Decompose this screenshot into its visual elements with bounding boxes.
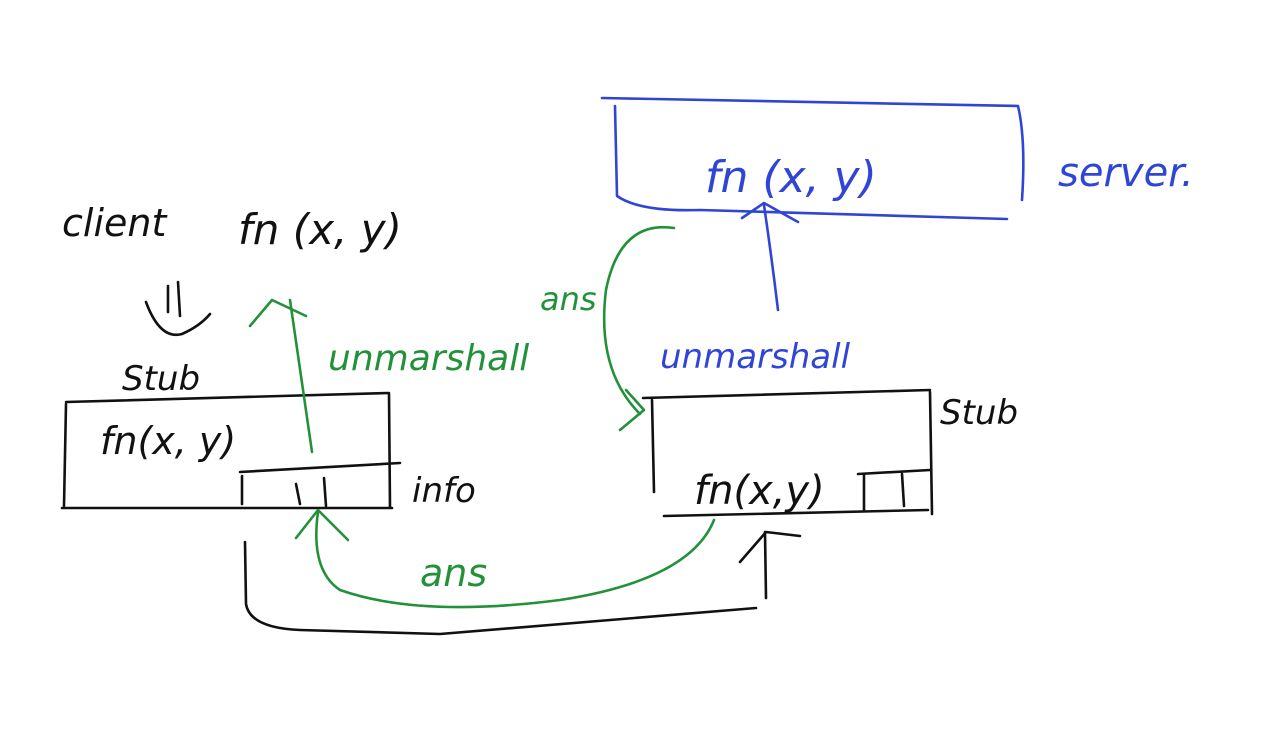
client-info-slot (238, 461, 402, 508)
ans-top-arrow (602, 225, 676, 432)
server-info-slot (856, 468, 932, 512)
server-stub-fn-label: fn(x,y) (694, 468, 825, 514)
client-stub-fn-label: fn(x, y) (100, 419, 236, 463)
client-down-arrow (144, 280, 212, 337)
client-unmarshall-arrow (248, 298, 314, 454)
ans-bottom-label: ans (420, 551, 487, 595)
info-label: info (412, 471, 476, 511)
client-stub-group: fn(x, y) info (60, 391, 476, 511)
server-stub-group: Stub fn(x,y) (641, 388, 1018, 518)
ans-top-label: ans (540, 280, 597, 318)
transport-line (243, 530, 802, 636)
client-group: client fn (x, y) Stub (62, 201, 402, 399)
server-box (600, 96, 1025, 221)
client-call-label: fn (x, y) (238, 205, 402, 254)
server-label: server. (1058, 150, 1194, 196)
client-stub-box (60, 391, 394, 510)
server-up-arrow (740, 201, 800, 312)
server-group: fn (x, y) server. (600, 96, 1194, 221)
client-unmarshall-label: unmarshall (328, 338, 529, 379)
server-stub-label: Stub (940, 393, 1018, 433)
client-label: client (62, 201, 168, 245)
server-fn-label: fn (x, y) (705, 152, 877, 203)
server-unmarshall-label: unmarshall (660, 337, 851, 377)
client-stub-label: Stub (122, 359, 200, 399)
server-stub-box (641, 388, 934, 518)
ans-return-arrow (294, 508, 716, 609)
